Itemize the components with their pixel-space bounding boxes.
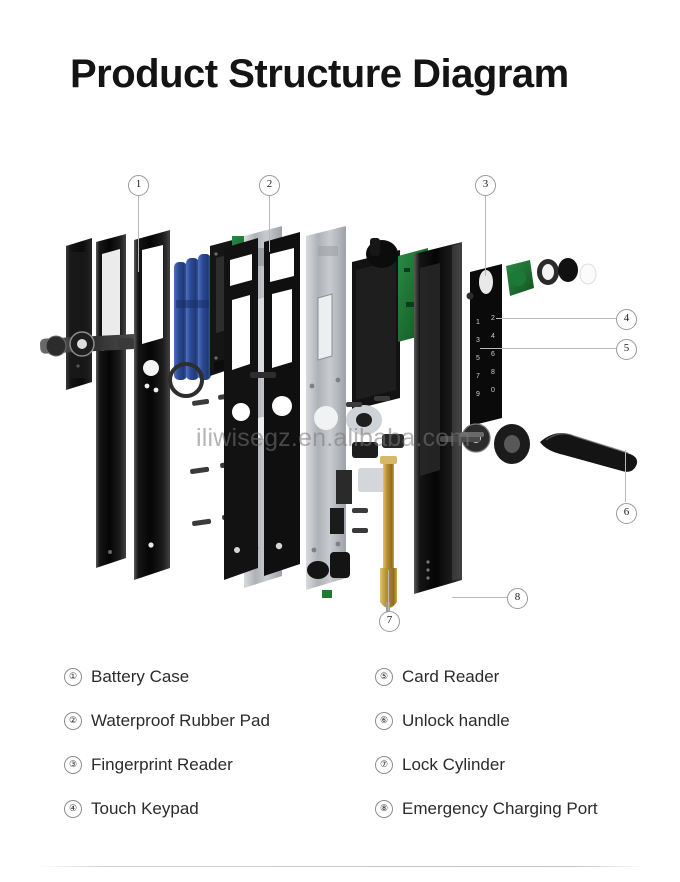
- legend-label-3: Fingerprint Reader: [91, 755, 233, 774]
- svg-text:7: 7: [476, 373, 480, 380]
- exploded-view-illustration: 1 2 3 4 5 6 7 8 9 0: [39, 226, 638, 630]
- keypad-digits: 1 2 3 4 5 6 7 8 9 0: [476, 315, 495, 398]
- parts-legend: ① Battery Case ② Waterproof Rubber Pad ③…: [0, 655, 680, 835]
- legend-label-1: Battery Case: [91, 667, 190, 686]
- small-parts-cluster: [307, 396, 404, 598]
- svg-text:4: 4: [491, 333, 495, 340]
- svg-text:6: 6: [491, 351, 495, 358]
- svg-text:8: 8: [491, 369, 495, 376]
- mortise-lock-body-part: [352, 238, 428, 410]
- legend-label-7: Lock Cylinder: [402, 755, 505, 774]
- rubber-pad-rear: [224, 238, 258, 580]
- legend-label-8: Emergency Charging Port: [402, 799, 598, 818]
- callout-marker-6[interactable]: 6: [616, 503, 637, 524]
- rubber-pad-front: [250, 232, 300, 576]
- legend-label-2: Waterproof Rubber Pad: [91, 711, 270, 730]
- front-exterior-panel-part: [414, 242, 462, 594]
- battery-cover-part: [66, 238, 92, 390]
- callout-marker-4[interactable]: 4: [616, 309, 637, 330]
- unlock-handle-part: [461, 423, 638, 472]
- leader-line-3: [485, 194, 486, 276]
- legend-column-left: ① Battery Case ② Waterproof Rubber Pad ③…: [64, 655, 270, 831]
- legend-number-1: ①: [64, 668, 82, 686]
- page-title: Product Structure Diagram: [70, 52, 569, 96]
- callout-marker-2[interactable]: 2: [259, 175, 280, 196]
- legend-item-unlock-handle: ⑥ Unlock handle: [375, 699, 598, 743]
- battery-cells-part: [174, 254, 211, 380]
- legend-number-4: ④: [64, 800, 82, 818]
- legend-label-6: Unlock handle: [402, 711, 510, 730]
- legend-number-7: ⑦: [375, 756, 393, 774]
- legend-item-battery-case: ① Battery Case: [64, 655, 270, 699]
- callout-marker-8[interactable]: 8: [507, 588, 528, 609]
- leader-line-8: [452, 597, 507, 598]
- svg-text:5: 5: [476, 355, 480, 362]
- cylinder-rosette-part: [346, 405, 382, 435]
- product-structure-diagram: 1 2 3 4 5 6 7 8 9 0: [0, 150, 680, 650]
- inner-mount-frame-part: [134, 230, 170, 580]
- legend-number-5: ⑤: [375, 668, 393, 686]
- legend-item-waterproof-rubber-pad: ② Waterproof Rubber Pad: [64, 699, 270, 743]
- fingerprint-reader-part: [506, 258, 597, 296]
- legend-item-fingerprint-reader: ③ Fingerprint Reader: [64, 743, 270, 787]
- legend-number-6: ⑥: [375, 712, 393, 730]
- legend-item-touch-keypad: ④ Touch Keypad: [64, 787, 270, 831]
- callout-marker-3[interactable]: 3: [475, 175, 496, 196]
- spindle-rods-part: [440, 432, 484, 442]
- legend-item-emergency-charging-port: ⑧ Emergency Charging Port: [375, 787, 598, 831]
- svg-text:3: 3: [476, 337, 480, 344]
- legend-number-8: ⑧: [375, 800, 393, 818]
- callout-marker-7[interactable]: 7: [379, 611, 400, 632]
- legend-label-4: Touch Keypad: [91, 799, 199, 818]
- interior-handle-assembly-part: [39, 331, 153, 357]
- leader-line-7: [388, 570, 389, 620]
- legend-item-card-reader: ⑤ Card Reader: [375, 655, 598, 699]
- legend-number-3: ③: [64, 756, 82, 774]
- legend-item-lock-cylinder: ⑦ Lock Cylinder: [375, 743, 598, 787]
- touch-keypad-module-part: 1 2 3 4 5 6 7 8 9 0: [466, 264, 502, 426]
- svg-text:1: 1: [476, 319, 480, 326]
- leader-line-5: [480, 348, 616, 349]
- steel-faceplate-part: [306, 226, 346, 590]
- leader-line-1: [138, 194, 139, 272]
- legend-label-5: Card Reader: [402, 667, 500, 686]
- leader-line-4: [496, 318, 616, 319]
- svg-text:0: 0: [491, 387, 495, 394]
- leader-line-2: [269, 194, 270, 252]
- callout-marker-5[interactable]: 5: [616, 339, 637, 360]
- callout-marker-1[interactable]: 1: [128, 175, 149, 196]
- svg-text:9: 9: [476, 391, 480, 398]
- svg-text:2: 2: [491, 315, 495, 322]
- leader-line-6: [625, 450, 626, 502]
- interior-back-panel-part: [96, 234, 126, 568]
- bottom-divider: [36, 866, 646, 867]
- legend-number-2: ②: [64, 712, 82, 730]
- legend-column-right: ⑤ Card Reader ⑥ Unlock handle ⑦ Lock Cyl…: [375, 655, 598, 831]
